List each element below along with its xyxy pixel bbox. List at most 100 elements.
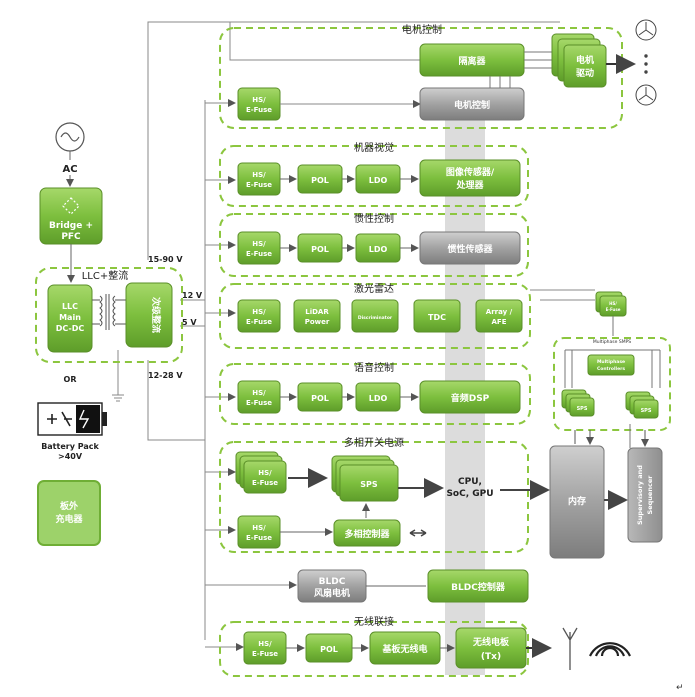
motor-controller-label: 电机控制 <box>454 99 490 111</box>
mp-efuse-2-label-2: E-Fuse <box>246 534 272 542</box>
voltage-12: 12 V <box>182 291 203 300</box>
lidar-efuse-label-2: E-Fuse <box>246 318 272 326</box>
llc-main-block <box>47 284 93 353</box>
bridge-label-2: PFC <box>61 232 81 242</box>
lidar-power-label-1: LiDAR <box>305 308 329 316</box>
offboard-charger-block <box>37 480 101 546</box>
charger-label-1: 板外 <box>60 500 78 512</box>
supervisory-block <box>627 447 663 543</box>
memory-section: HS/ E-Fuse Multiphase SMPS Multiphase Co… <box>549 291 663 559</box>
inertial-title: 惯性控制 <box>354 212 394 225</box>
bldc-fan-label-2: 风扇电机 <box>314 587 350 599</box>
discriminator-block <box>351 299 399 333</box>
wireless-efuse <box>243 631 287 665</box>
wireless-section: 无线联接 HS/ E-Fuse POL 基板无线电 无线电板 (Tx) <box>243 615 631 670</box>
dashed-groups <box>35 27 671 677</box>
llc-group <box>35 267 183 363</box>
inertial-group <box>219 213 529 277</box>
motor-group <box>219 27 623 129</box>
motor-drive-block <box>563 44 607 88</box>
vision-group <box>219 145 529 207</box>
radio-tx-label-2: (Tx) <box>481 652 501 662</box>
lidar-title: 激光雷达 <box>354 282 394 295</box>
ac-label: AC <box>62 164 77 175</box>
llc-main-label-1: LLC <box>62 302 78 311</box>
radio-tx-label-1: 无线电板 <box>472 636 510 648</box>
bridge-icon <box>62 197 80 215</box>
tdc-block <box>413 299 461 333</box>
mem-hs-block <box>599 295 627 317</box>
voice-pol-label: POL <box>311 394 329 403</box>
array-afe-label-2: AFE <box>492 318 507 326</box>
memory-label: 内存 <box>568 495 586 507</box>
voice-section: 语音控制 HS/ E-Fuse POL LDO 音频DSP <box>237 361 521 414</box>
voltage-5: 5 V <box>182 318 197 327</box>
lidar-power <box>293 299 341 333</box>
footer-mark: ↵ <box>676 683 684 693</box>
vision-efuse-label-2: E-Fuse <box>246 181 272 189</box>
image-sensor-label-2: 处理器 <box>455 179 484 191</box>
memory-supply-group <box>553 337 671 431</box>
llc-main-label-2: Main <box>59 313 81 322</box>
mem-controller-label-2: Controllers <box>597 366 625 372</box>
cpu-label-2: SoC, GPU <box>446 489 493 499</box>
mem-hs-label-1: HS/ <box>609 301 617 306</box>
mem-sps-left <box>569 397 595 417</box>
isolator-label: 隔离器 <box>458 55 486 67</box>
memory-block <box>549 445 605 559</box>
lidar-efuse <box>237 299 281 333</box>
voice-group <box>219 363 531 425</box>
bldc-section: BLDC 风扇电机 BLDC控制器 <box>297 569 529 603</box>
mp-efuse-1 <box>243 460 287 494</box>
wireless-efuse-label-2: E-Fuse <box>252 650 278 658</box>
motor-title: 电机控制 <box>402 23 442 36</box>
mp-efuse-1-label-1: HS/ <box>258 469 272 477</box>
inertial-efuse-label-2: E-Fuse <box>246 250 272 258</box>
voltage-12-28: 12-28 V <box>148 371 183 380</box>
voice-ldo-label: LDO <box>369 394 388 403</box>
motor-section: 电机控制 HS/ E-Fuse 隔离器 电机控制 电机 驱动 <box>237 19 657 121</box>
vision-efuse <box>237 162 281 196</box>
vision-pol-label: POL <box>311 176 329 185</box>
inertial-pol-label: POL <box>311 245 329 254</box>
battery-icon <box>37 402 107 436</box>
mem-sps-right <box>633 399 659 419</box>
llc-main-label-3: DC-DC <box>56 324 85 333</box>
transformer-icon <box>92 294 126 330</box>
supervisory-label-2: Sequencer <box>646 475 654 515</box>
motor-efuse-label-2: E-Fuse <box>246 106 272 114</box>
voice-title: 语音控制 <box>354 361 394 374</box>
image-sensor-block <box>419 159 521 197</box>
battery-label-2: >40V <box>58 452 83 461</box>
motor-controller-block <box>419 87 525 121</box>
motor-drive-label-1: 电机 <box>576 54 594 66</box>
mem-sps-left-label: SPS <box>577 406 588 412</box>
inertial-section: 惯性控制 HS/ E-Fuse POL LDO 惯性传感器 <box>237 212 521 265</box>
vision-ldo-label: LDO <box>369 176 388 185</box>
or-label: OR <box>64 375 77 384</box>
mem-hs-label-2: E-Fuse <box>606 307 621 312</box>
inertial-efuse <box>237 231 281 265</box>
bldc-fan-label-1: BLDC <box>319 577 346 587</box>
voltage-15-90: 15-90 V <box>148 255 183 264</box>
array-afe-label-1: Array / <box>486 308 513 316</box>
bridge-label-1: Bridge + <box>49 221 93 231</box>
array-afe-block <box>475 299 523 333</box>
baseband-radio-label: 基板无线电 <box>381 643 427 655</box>
battery-label-1: Battery Pack <box>41 442 99 451</box>
power-chain: AC Bridge + PFC LLC+整流 LLC Main DC-DC 次级… <box>37 122 203 546</box>
vision-title: 机器视觉 <box>354 141 394 154</box>
supervisory-label-1: Supervisory and <box>636 465 644 525</box>
inertial-sensor-label: 惯性传感器 <box>447 243 493 255</box>
mp-efuse-2-label-1: HS/ <box>252 524 266 532</box>
mp-efuse-1-label-2: E-Fuse <box>252 479 278 487</box>
audio-dsp-label: 音频DSP <box>451 392 490 404</box>
image-sensor-label-1: 图像传感器/ <box>446 166 495 178</box>
motor-icons <box>635 19 657 106</box>
bldc-controller-block <box>427 569 529 603</box>
wireless-efuse-label-1: HS/ <box>258 640 272 648</box>
mem-controller-label-1: Multiphase <box>597 359 625 365</box>
motor-efuse <box>237 87 281 121</box>
secondary-rectifier-block <box>125 282 173 348</box>
multiphase-controller-label: 多相控制器 <box>344 528 390 540</box>
